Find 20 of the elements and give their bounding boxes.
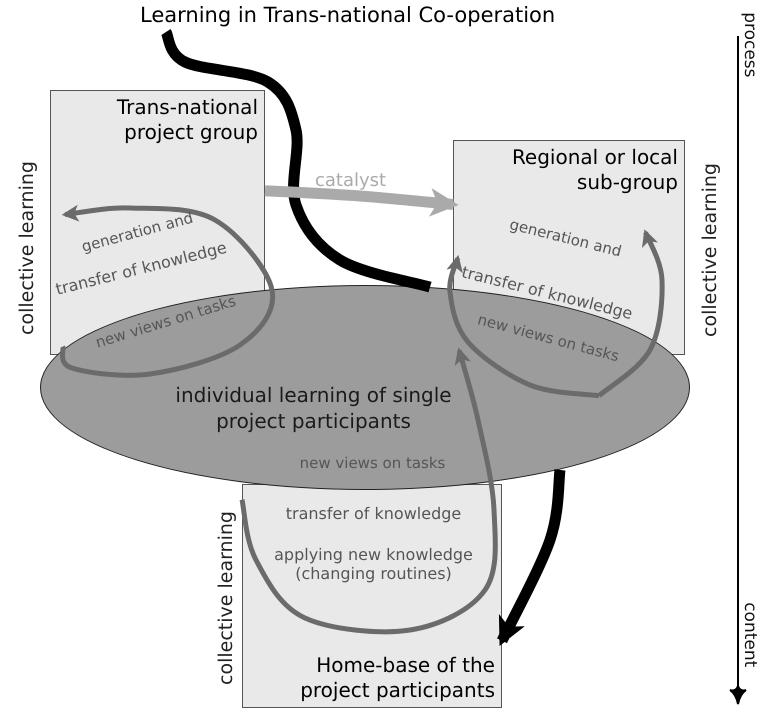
cycle-label: applying new knowledge (changing routines) — [273, 545, 474, 584]
cycle-label: new views on tasks — [93, 292, 238, 352]
arrow — [446, 254, 600, 398]
box-heading: Trans-national project group — [116, 95, 258, 145]
edge-label: catalyst — [315, 170, 386, 191]
diagram-title: Learning in Trans-national Co-operation — [140, 2, 556, 30]
box-heading: Home-base of the project participants — [299, 653, 495, 703]
cycle-label: new views on tasks — [298, 454, 446, 472]
group-box — [242, 484, 502, 708]
axis-label: content — [740, 602, 760, 668]
box-heading: Regional or local sub-group — [510, 145, 678, 195]
side-label: collective learning — [215, 511, 237, 685]
ellipse-text: individual learning of single project participants — [174, 382, 453, 434]
side-label: collective learning — [699, 163, 721, 337]
cycle-label: transfer of knowledge — [284, 504, 462, 524]
arrow — [597, 229, 665, 398]
axis-label: process — [740, 12, 760, 78]
arrow — [60, 204, 276, 378]
arrow — [497, 469, 566, 646]
side-label: collective learning — [16, 161, 38, 335]
